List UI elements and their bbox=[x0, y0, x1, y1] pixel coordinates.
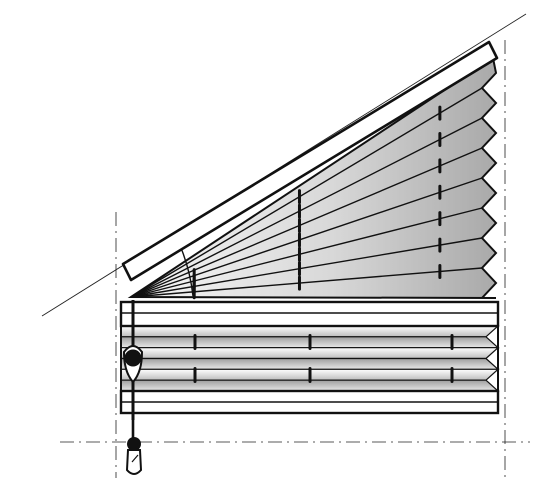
fan-pleat-line bbox=[130, 87, 483, 298]
fan-pleat-line bbox=[130, 117, 483, 298]
pull-cord-icon[interactable] bbox=[125, 413, 143, 475]
top-slanted-rail bbox=[121, 40, 499, 282]
fan-pleat-line bbox=[130, 207, 483, 298]
fan-pleat-line bbox=[130, 267, 483, 298]
fan-pleat-line bbox=[130, 237, 483, 298]
fan-fabric bbox=[127, 56, 498, 299]
handle-knob-icon[interactable] bbox=[122, 300, 144, 420]
fan-pleat-section bbox=[127, 56, 498, 299]
bottom-rail bbox=[119, 389, 500, 415]
fan-arc bbox=[180, 247, 194, 297]
cord-markers bbox=[192, 105, 454, 383]
middle-rail bbox=[119, 300, 500, 328]
